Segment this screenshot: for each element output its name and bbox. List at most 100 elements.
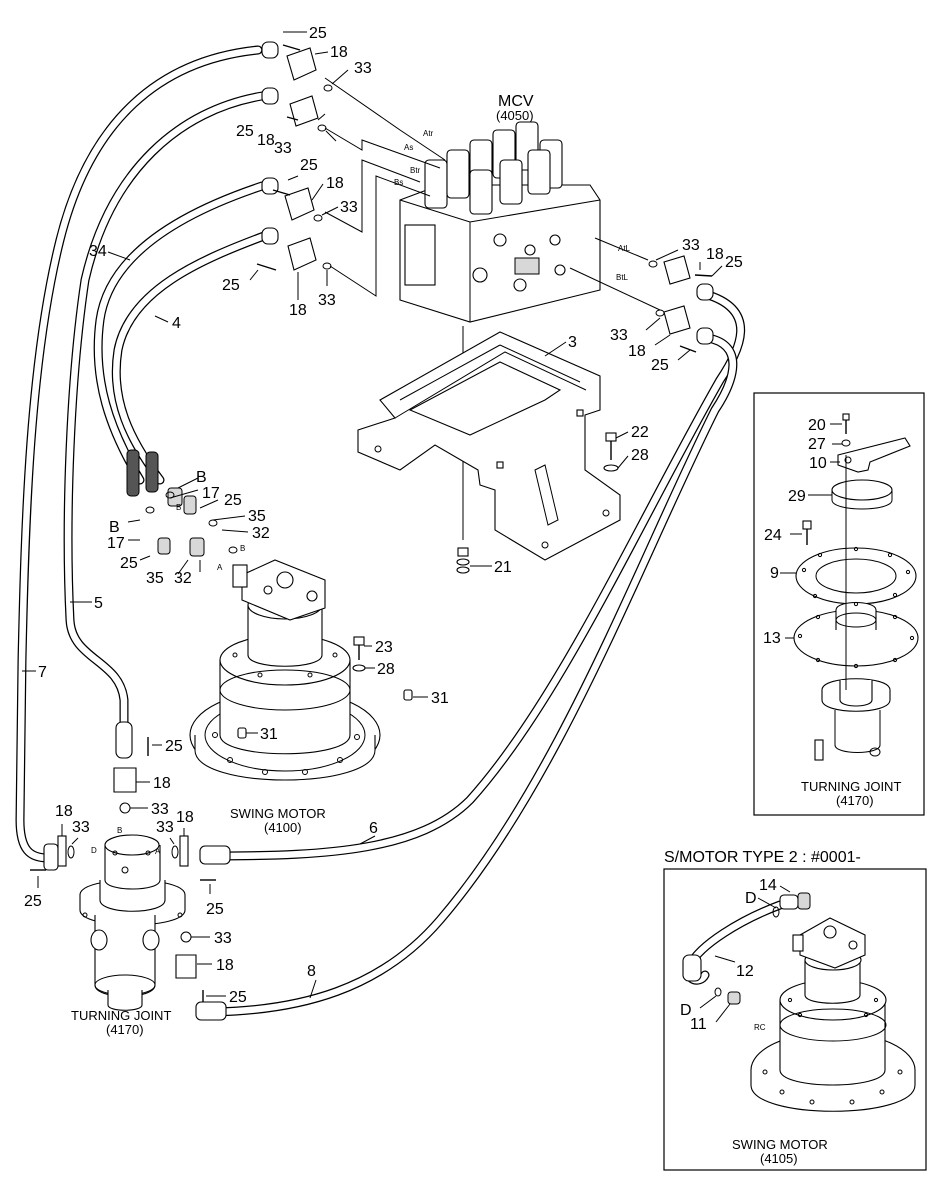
inset-turning-joint-box (753, 392, 925, 816)
callout: 33 (274, 140, 292, 157)
callout: 31 (260, 726, 278, 743)
port-label: As (404, 143, 413, 152)
mcv-code: (4050) (496, 108, 534, 123)
callout: 18 (628, 343, 646, 360)
callout: 23 (375, 639, 393, 656)
callout: 20 (808, 417, 826, 434)
inset-swing-motor-box (663, 868, 927, 1171)
inset-swing-motor-label: SWING MOTOR (732, 1137, 828, 1152)
callout: 33 (610, 327, 628, 344)
callout: 28 (631, 447, 649, 464)
callout: B (196, 469, 207, 486)
callout: 10 (809, 455, 827, 472)
bracket-hardware (456, 432, 619, 574)
port-label: A (155, 847, 161, 856)
callout: 9 (770, 565, 779, 582)
port-label: Bs (394, 178, 403, 187)
mcv-valve (399, 121, 601, 323)
callout: 33 (214, 930, 232, 947)
hose-lines (15, 45, 746, 1017)
callout: 25 (165, 738, 183, 755)
callout: 22 (631, 424, 649, 441)
inset-turning-joint-label: TURNING JOINT (801, 779, 901, 794)
bolts-and-orings (30, 44, 713, 1002)
callout: 32 (174, 570, 192, 587)
port-label: AtL (618, 244, 631, 253)
port-label: D (91, 846, 97, 855)
callout: 33 (151, 801, 169, 818)
port-label: A (217, 563, 223, 572)
callout: 8 (307, 963, 316, 980)
callout: 33 (340, 199, 358, 216)
callout: 18 (55, 803, 73, 820)
callout: 33 (72, 819, 90, 836)
callout: 18 (153, 775, 171, 792)
callout: 18 (176, 809, 194, 826)
inset-swing-motor-title: S/MOTOR TYPE 2 : #0001- (664, 849, 861, 866)
mcv-label: MCV (498, 93, 534, 110)
split-flanges (57, 47, 691, 979)
callout: 18 (216, 957, 234, 974)
callout: 25 (224, 492, 242, 509)
callout: 33 (354, 60, 372, 77)
callout: 6 (369, 820, 378, 837)
callout: 33 (318, 292, 336, 309)
leader-lines (22, 31, 842, 1023)
port-labels: Atr As Btr Bs AtL BtL B B A B D A RC D D (91, 129, 766, 1032)
callout: 18 (326, 175, 344, 192)
hose-end-fittings (43, 41, 714, 1021)
callout: 34 (89, 243, 107, 260)
callout: 11 (690, 1016, 707, 1033)
callout: 21 (494, 559, 512, 576)
mcv-bracket (357, 331, 621, 561)
callout: 18 (706, 246, 724, 263)
port-label: RC (754, 1023, 766, 1032)
swing-motor-code: (4100) (264, 820, 302, 835)
callout: 18 (257, 132, 275, 149)
callout: 25 (206, 901, 224, 918)
swing-motor-label: SWING MOTOR (230, 806, 326, 821)
callout: 25 (725, 254, 743, 271)
callout: 25 (24, 893, 42, 910)
swing-motor (189, 559, 413, 781)
callout: 31 (431, 690, 449, 707)
callout: 29 (788, 488, 806, 505)
callout: 25 (229, 989, 247, 1006)
port-label: Atr (423, 129, 434, 138)
callout: 4 (172, 315, 181, 332)
callout: 17 (202, 485, 220, 502)
inset-swing-motor-code: (4105) (760, 1151, 798, 1166)
callout: 25 (120, 555, 138, 572)
port-label: B (176, 503, 181, 512)
callout: 25 (236, 123, 254, 140)
callout: B (109, 519, 120, 536)
turning-joint (79, 834, 186, 1011)
callout: 12 (736, 963, 754, 980)
callout: 5 (94, 595, 103, 612)
callout: 33 (682, 237, 700, 254)
callout: 18 (330, 44, 348, 61)
callout: 35 (248, 508, 266, 525)
callout: 33 (156, 819, 174, 836)
callout: 24 (764, 527, 782, 544)
port-label: B (117, 826, 122, 835)
inset-turning-joint-code: (4170) (836, 793, 874, 808)
motor-port-fittings (145, 487, 238, 557)
callout: 25 (300, 157, 318, 174)
callout: 32 (252, 525, 270, 542)
port-label: D (745, 890, 757, 907)
callout: 25 (309, 25, 327, 42)
callout: 18 (289, 302, 307, 319)
callout: 7 (38, 664, 47, 681)
callout: 25 (651, 357, 669, 374)
component-labels: MCV (4050) SWING MOTOR (4100) TURNING JO… (71, 93, 901, 1166)
callout: 28 (377, 661, 395, 678)
callout-numbers: 25 18 33 25 18 33 25 18 33 34 25 18 33 4… (24, 25, 827, 1033)
callout: 27 (808, 436, 826, 453)
callout: 35 (146, 570, 164, 587)
callout: 17 (107, 535, 125, 552)
callout: 14 (759, 877, 777, 894)
port-label: D (680, 1002, 692, 1019)
callout: 3 (568, 334, 577, 351)
